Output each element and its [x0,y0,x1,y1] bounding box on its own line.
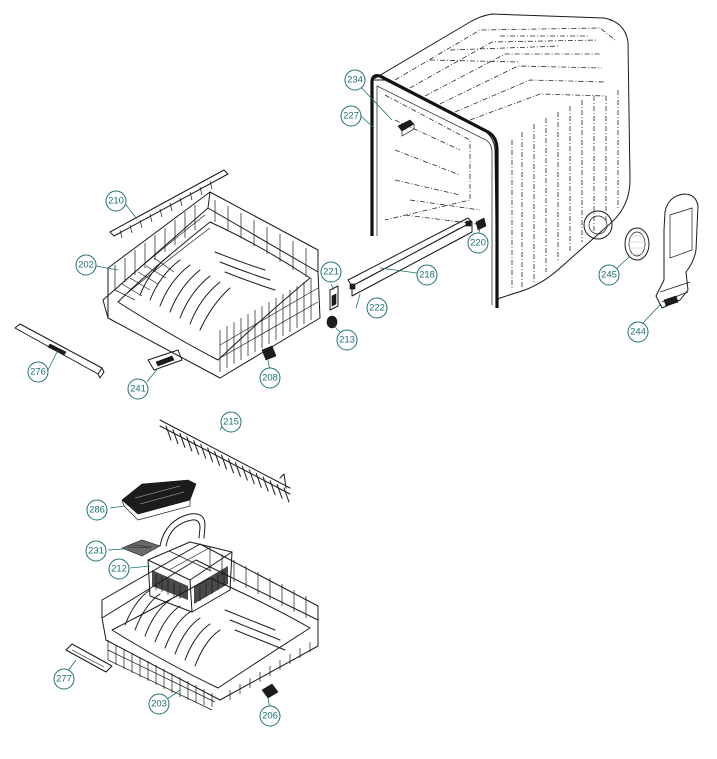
svg-text:215: 215 [223,417,239,428]
svg-text:231: 231 [88,546,104,557]
svg-text:221: 221 [323,267,339,278]
part-231-tray [121,539,161,557]
callout-220: 220 [467,232,489,254]
part-218-rail [347,217,473,297]
callout-203: 203 [148,693,170,715]
svg-text:212: 212 [111,564,127,575]
callout-227: 227 [340,105,362,127]
part-276-handle [14,323,105,379]
svg-text:245: 245 [601,270,617,281]
tub-assembly [371,13,631,301]
svg-text:244: 244 [630,327,646,338]
svg-text:218: 218 [419,270,435,281]
callout-213: 213 [336,329,358,351]
upper-basket [102,191,321,379]
part-244-panel [655,193,699,309]
part-245-filter [624,227,650,261]
lower-basket [101,543,319,711]
part-213-wheel [326,315,338,329]
callout-277: 277 [53,668,75,690]
callout-218: 218 [416,264,438,286]
part-212-cutlery-basket [147,513,233,613]
part-286-tray [121,479,197,521]
svg-text:210: 210 [108,196,124,207]
callout-245: 245 [598,264,620,286]
svg-text:220: 220 [470,238,486,249]
svg-text:208: 208 [262,373,278,384]
svg-text:241: 241 [130,384,146,395]
svg-text:276: 276 [30,367,46,378]
svg-text:202: 202 [78,260,94,271]
svg-text:213: 213 [339,335,355,346]
callout-212: 212 [108,558,130,580]
door-gasket [370,74,499,308]
callout-241: 241 [127,378,149,400]
callout-222: 222 [366,297,388,319]
callout-215: 215 [220,411,242,433]
callout-276: 276 [27,361,49,383]
part-277-handle [65,643,113,673]
part-220-clip [475,217,487,231]
part-215-comb [159,419,291,503]
svg-text:206: 206 [262,711,278,722]
callout-221: 221 [320,261,342,283]
part-206-wheel [261,683,279,699]
svg-text:227: 227 [343,111,359,122]
svg-text:203: 203 [151,699,167,710]
svg-text:277: 277 [56,674,72,685]
callout-234: 234 [344,69,366,91]
callout-286: 286 [86,499,108,521]
part-221-stopper [329,285,339,311]
callout-244: 244 [627,321,649,343]
callout-208: 208 [259,367,281,389]
part-234-bracket [397,119,415,137]
callout-202: 202 [75,254,97,276]
callout-231: 231 [85,540,107,562]
svg-text:286: 286 [89,505,105,516]
svg-text:222: 222 [369,303,385,314]
svg-text:234: 234 [347,75,363,86]
callout-210: 210 [105,190,127,212]
part-210-bar [109,169,229,239]
callout-206: 206 [259,705,281,727]
